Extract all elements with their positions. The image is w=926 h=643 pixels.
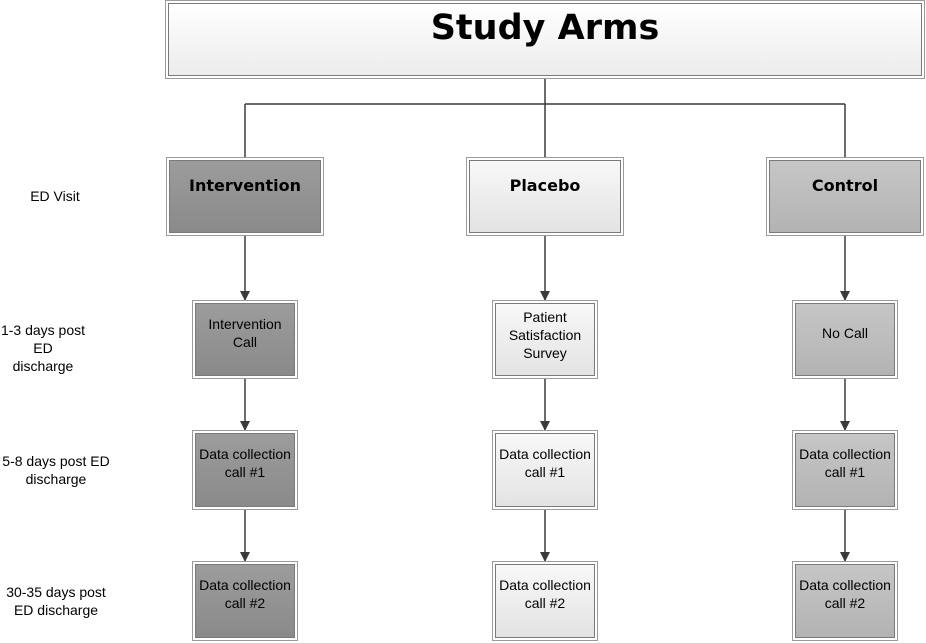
- control-step1-label: No Call: [795, 303, 895, 376]
- intervention-step2-label: Data collection call #1: [195, 433, 295, 507]
- arm-control-label: Control: [769, 160, 921, 233]
- placebo-step3-box: Data collection call #2: [492, 561, 598, 641]
- arm-intervention-label: Intervention: [169, 160, 321, 233]
- intervention-step1-label: Intervention Call: [195, 303, 295, 376]
- row-label-1-3-days: 1-3 days post ED discharge: [0, 322, 86, 374]
- placebo-step2-box: Data collection call #1: [492, 430, 598, 510]
- intervention-step1-box: Intervention Call: [192, 300, 298, 379]
- placebo-step3-label: Data collection call #2: [495, 564, 595, 638]
- page-title: Study Arms: [168, 3, 922, 76]
- arm-control-box: Control: [766, 157, 924, 236]
- title-box: Study Arms: [165, 0, 925, 79]
- intervention-step3-label: Data collection call #2: [195, 564, 295, 638]
- placebo-step1-label: Patient Satisfaction Survey: [495, 303, 595, 376]
- row-label-5-8-days: 5-8 days post ED discharge: [2, 453, 110, 487]
- row-label-30-35-days: 30-35 days post ED discharge: [6, 584, 106, 618]
- arm-intervention-box: Intervention: [166, 157, 324, 236]
- control-step2-label: Data collection call #1: [795, 433, 895, 507]
- placebo-step1-box: Patient Satisfaction Survey: [492, 300, 598, 379]
- intervention-step3-box: Data collection call #2: [192, 561, 298, 641]
- intervention-step2-box: Data collection call #1: [192, 430, 298, 510]
- placebo-step2-label: Data collection call #1: [495, 433, 595, 507]
- control-step1-box: No Call: [792, 300, 898, 379]
- arm-placebo-label: Placebo: [469, 160, 621, 233]
- control-step3-box: Data collection call #2: [792, 561, 898, 641]
- row-label-ed-visit: ED Visit: [30, 188, 80, 204]
- control-step2-box: Data collection call #1: [792, 430, 898, 510]
- arm-placebo-box: Placebo: [466, 157, 624, 236]
- control-step3-label: Data collection call #2: [795, 564, 895, 638]
